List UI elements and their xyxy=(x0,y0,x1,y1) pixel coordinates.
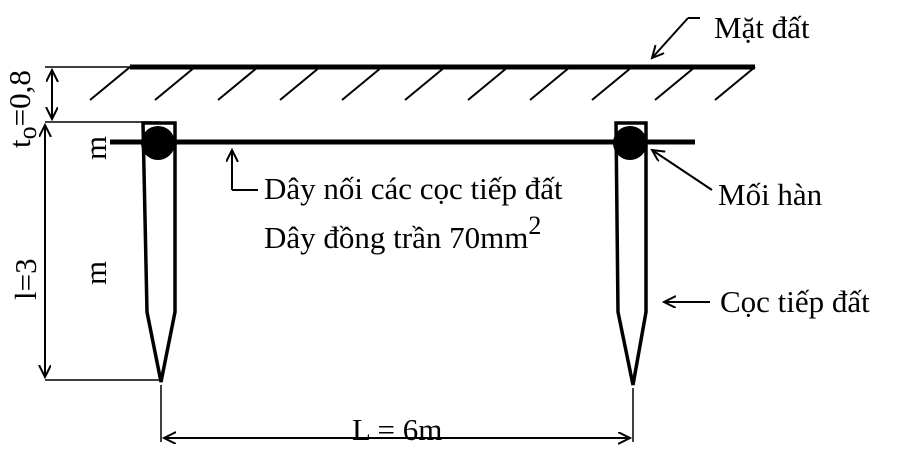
ground-surface xyxy=(89,64,756,101)
weld-joint-label: Mối hàn xyxy=(718,177,823,212)
burial-depth-label: to=0,8 xyxy=(2,70,42,148)
weld-joint-label-group: Mối hàn xyxy=(652,150,823,212)
weld-leader-arrow xyxy=(652,150,713,191)
conductor-name-label: Dây nối các cọc tiếp đất xyxy=(264,171,563,206)
burial-depth-unit: m xyxy=(78,136,113,160)
rod-length-label: l=3 xyxy=(8,258,43,300)
burial-depth-dimension: to=0,8 m xyxy=(2,66,160,160)
ground-surface-label: Mặt đất xyxy=(714,10,810,45)
spacing-label: L = 6m xyxy=(352,412,442,447)
ground-rod-label-group: Cọc tiếp đất xyxy=(664,284,870,319)
rod-length-unit: m xyxy=(78,261,113,285)
ground-rod-left xyxy=(141,121,177,383)
ground-rod-right xyxy=(613,121,648,386)
spacing-dimension: L = 6m xyxy=(160,385,634,447)
ground-leader-arrow xyxy=(652,17,689,58)
weld-joint-left xyxy=(141,126,175,160)
rod-length-dimension: l=3 m xyxy=(8,125,160,381)
weld-joint-right xyxy=(613,126,647,160)
ground-hatching xyxy=(89,66,756,101)
conductor-label-group: Dây nối các cọc tiếp đất Dây đồng trần 7… xyxy=(232,150,563,255)
ground-rod-label: Cọc tiếp đất xyxy=(720,284,870,319)
ground-surface-label-group: Mặt đất xyxy=(652,10,810,58)
conductor-spec-label: Dây đồng trần 70mm2 xyxy=(264,211,541,255)
